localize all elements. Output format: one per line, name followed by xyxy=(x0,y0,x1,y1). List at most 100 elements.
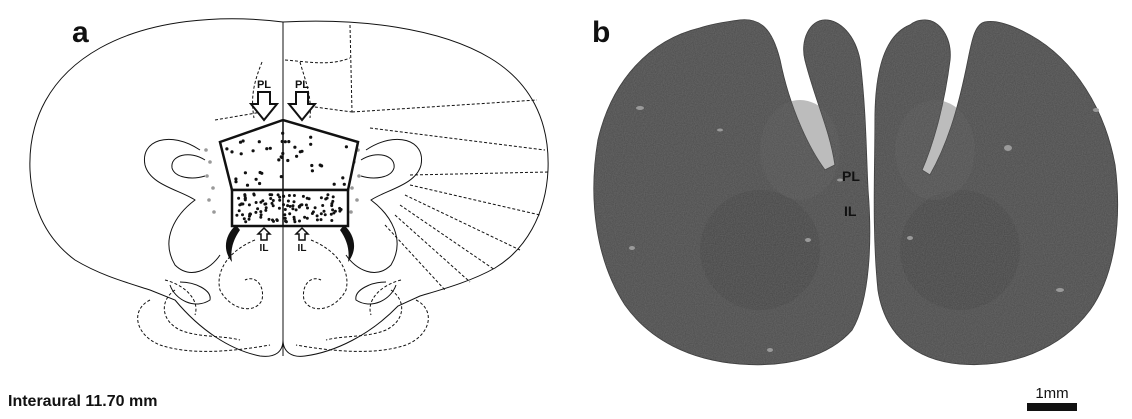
left-striatum-outline xyxy=(144,139,220,272)
il-dot xyxy=(286,204,289,207)
il-dot xyxy=(306,207,309,210)
il-dot xyxy=(248,218,251,221)
il-dot xyxy=(272,199,275,202)
il-dot xyxy=(316,214,319,217)
panel-b-section xyxy=(594,20,1118,365)
il-dot xyxy=(264,202,267,205)
il-dot xyxy=(334,210,337,213)
pl-dot xyxy=(269,147,272,150)
pl-dot xyxy=(311,169,314,172)
il-dot xyxy=(305,204,308,207)
prefrontal-region xyxy=(220,120,358,226)
left-cortical-divisions xyxy=(215,62,262,120)
pl-dot xyxy=(309,143,312,146)
il-dot xyxy=(260,213,263,216)
il-dot xyxy=(249,212,252,215)
il-dot xyxy=(282,203,285,206)
pl-dot xyxy=(293,146,296,149)
panel-b-pl-label: PL xyxy=(842,168,860,184)
pl-dot xyxy=(281,152,284,155)
il-left-arrow xyxy=(258,228,270,240)
pl-dot xyxy=(295,155,298,158)
il-dot xyxy=(264,209,267,212)
il-dot xyxy=(323,210,326,213)
il-dot xyxy=(256,207,259,210)
pl-dot xyxy=(286,159,289,162)
il-dot xyxy=(254,211,257,214)
pl-dot xyxy=(244,171,247,174)
il-dot xyxy=(270,193,273,196)
il-dot xyxy=(306,217,309,220)
pl-dot xyxy=(225,147,228,150)
il-dot xyxy=(240,202,243,205)
il-dot xyxy=(303,216,306,219)
il-dot xyxy=(291,207,294,210)
pl-dot xyxy=(319,164,322,167)
il-dot xyxy=(271,202,274,205)
scale-bar-line xyxy=(1027,403,1077,411)
pl-right-label: PL xyxy=(295,79,309,91)
pl-left-label: PL xyxy=(257,79,271,91)
il-dot xyxy=(293,220,296,223)
il-dot xyxy=(312,210,315,213)
pl-dot xyxy=(246,184,249,187)
il-dot xyxy=(277,193,280,196)
il-dot xyxy=(269,197,272,200)
il-dot xyxy=(265,206,268,209)
scale-bar: 1mm xyxy=(1022,386,1082,411)
pl-dot xyxy=(255,178,258,181)
il-dot xyxy=(308,197,311,200)
il-dot xyxy=(285,220,288,223)
il-dot xyxy=(330,213,333,216)
pl-dot xyxy=(259,171,262,174)
pl-dot xyxy=(258,140,261,143)
pl-right-arrow xyxy=(289,92,315,120)
il-dot xyxy=(321,204,324,207)
il-dot xyxy=(292,204,295,207)
pl-dot xyxy=(341,176,344,179)
il-dot xyxy=(244,197,247,200)
il-dot xyxy=(238,209,241,212)
il-dot xyxy=(278,199,281,202)
left-crescent xyxy=(226,225,240,262)
il-dot xyxy=(261,199,264,202)
il-dot xyxy=(248,203,251,206)
il-dot xyxy=(300,203,303,206)
pl-dot xyxy=(345,145,348,148)
il-dot xyxy=(288,212,291,215)
il-dot xyxy=(275,218,278,221)
il-dot xyxy=(320,196,323,199)
pl-dot xyxy=(240,152,243,155)
left-ventral-structures xyxy=(138,240,270,351)
il-dot xyxy=(235,214,238,217)
pl-dot xyxy=(343,183,346,186)
pl-dot xyxy=(265,147,268,150)
il-left-label: IL xyxy=(260,243,269,254)
il-dot xyxy=(316,218,319,221)
pl-dot xyxy=(310,164,313,167)
il-dot xyxy=(314,206,317,209)
il-dot xyxy=(324,198,327,201)
il-dot xyxy=(268,218,271,221)
il-dot xyxy=(330,219,333,222)
pl-dot xyxy=(258,182,261,185)
pl-dot xyxy=(230,150,233,153)
il-dot xyxy=(320,212,323,215)
pl-dot xyxy=(281,140,284,143)
il-dot xyxy=(332,195,335,198)
il-dot xyxy=(259,210,262,213)
panel-b-il-label: IL xyxy=(844,203,857,219)
pl-dot xyxy=(284,140,287,143)
pl-dot xyxy=(300,150,303,153)
pl-dot xyxy=(280,155,283,158)
pl-dot xyxy=(287,140,290,143)
il-dot xyxy=(338,207,341,210)
il-dot xyxy=(326,193,329,196)
il-dot xyxy=(295,208,298,211)
pl-dot xyxy=(280,175,283,178)
scale-bar-label: 1mm xyxy=(1022,386,1082,401)
il-dot xyxy=(282,195,285,198)
il-dot xyxy=(283,213,286,216)
il-dot xyxy=(293,200,296,203)
